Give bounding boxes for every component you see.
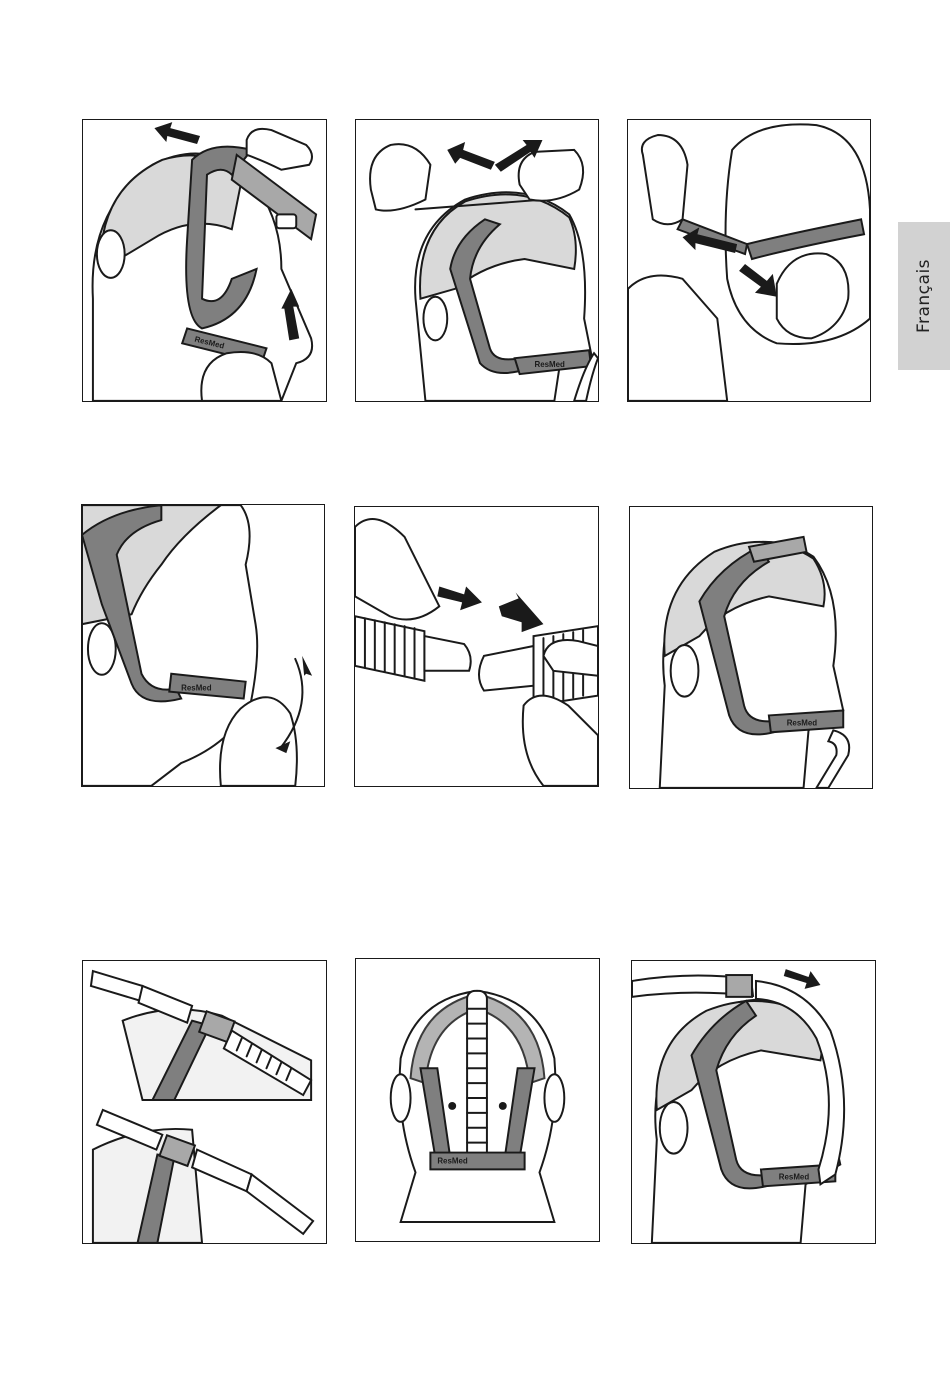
brand-label: ResMed — [437, 1156, 468, 1165]
illustration-panel-6: ResMed — [629, 506, 873, 789]
fitted-mask-front-illustration: ResMed — [356, 959, 599, 1241]
illustration-panel-2: ResMed — [355, 119, 599, 402]
language-tab: Français — [898, 222, 950, 370]
cushion-position-illustration: ResMed — [82, 505, 324, 786]
illustration-panel-8: ResMed — [355, 958, 600, 1242]
tube-clip-illustration — [83, 961, 326, 1243]
brand-label: ResMed — [181, 684, 212, 693]
illustration-panel-7 — [82, 960, 327, 1244]
tube-connection-illustration — [355, 507, 598, 786]
side-strap-adjust-illustration — [628, 120, 870, 401]
illustration-panel-5 — [354, 506, 599, 787]
headgear-fitting-illustration: ResMed — [83, 120, 326, 401]
fitted-mask-profile-illustration: ResMed — [630, 507, 872, 788]
top-strap-adjust-illustration: ResMed — [356, 120, 598, 401]
tube-over-head-illustration: ResMed — [632, 961, 875, 1243]
illustration-panel-1: ResMed — [82, 119, 327, 402]
brand-label: ResMed — [535, 360, 566, 369]
illustration-panel-9: ResMed — [631, 960, 876, 1244]
brand-label: ResMed — [787, 718, 818, 727]
brand-label: ResMed — [779, 1172, 810, 1181]
illustration-panel-3 — [627, 119, 871, 402]
illustration-panel-4: ResMed — [81, 504, 325, 787]
language-tab-label: Français — [914, 259, 934, 333]
